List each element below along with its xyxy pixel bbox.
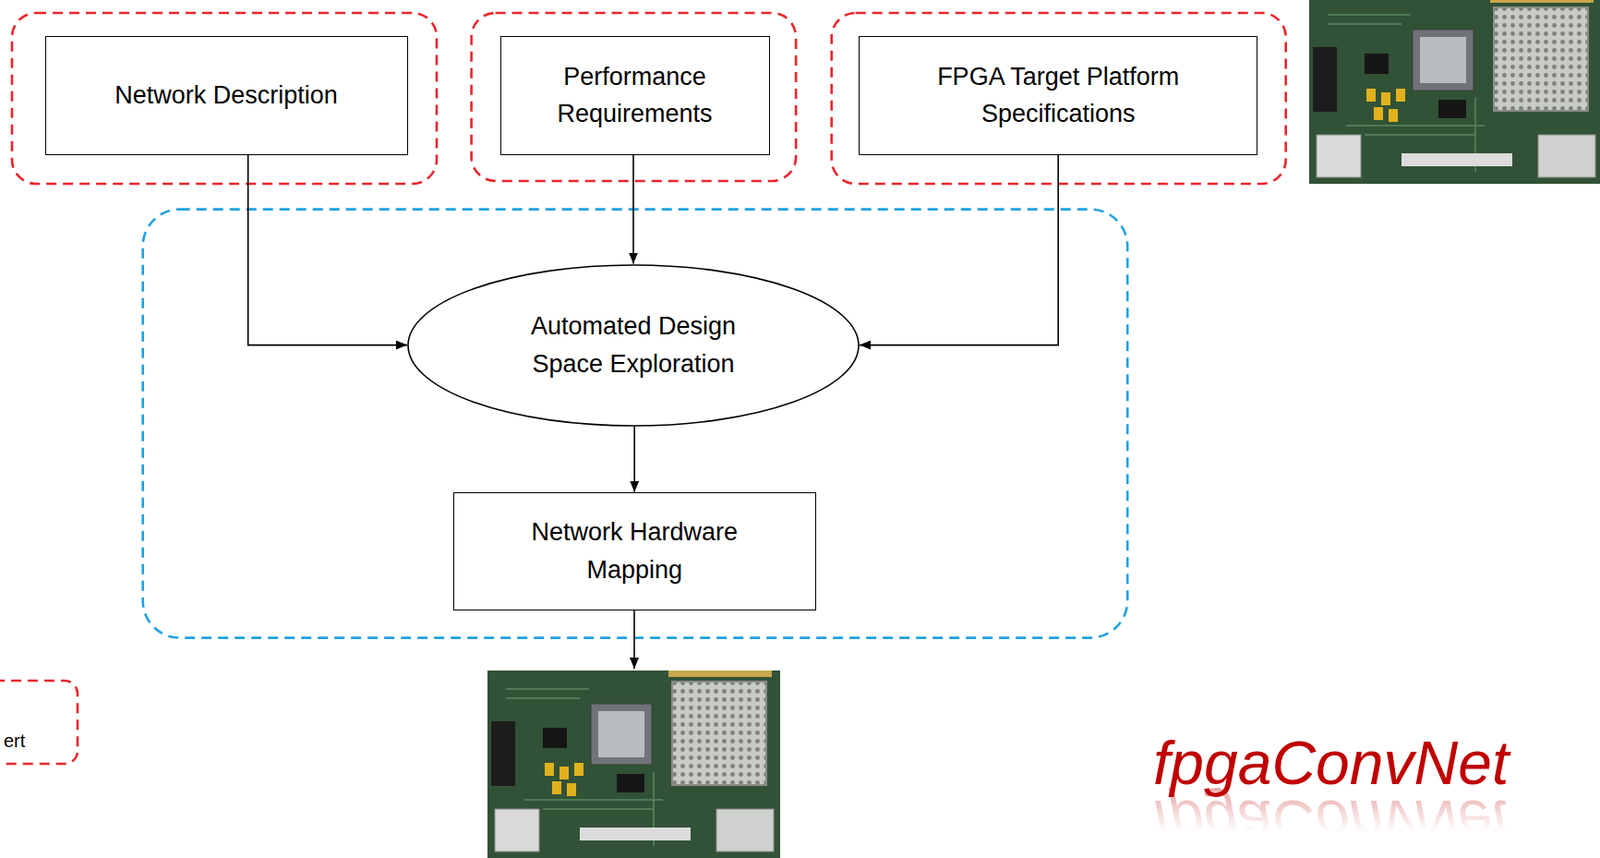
node-text: Network Description (114, 76, 338, 115)
process-ellipse: Automated Design Space Exploration (407, 264, 860, 427)
flow-arrow (248, 155, 408, 346)
flow-arrow (632, 155, 635, 265)
logo-text: fpgaConvNet (1153, 729, 1509, 797)
fpga-board-picture (487, 670, 781, 858)
legend-text: ert (3, 730, 25, 751)
fpga-board-picture (1309, 0, 1600, 184)
flow-arrow (859, 155, 1059, 346)
process-box: Performance Requirements (500, 36, 770, 156)
toolflow-outline (143, 209, 1129, 638)
ellipse-outline (407, 264, 860, 427)
legend-text: ert (3, 730, 25, 751)
legend-sample-outline (0, 680, 78, 764)
node-text: Performance Requirements (515, 58, 756, 133)
logo-text: fpgaConvNet (1153, 729, 1509, 797)
node-text: Automated Design Space Exploration (508, 307, 758, 383)
flow-arrow (633, 426, 636, 493)
process-box: Network Description (45, 36, 409, 156)
node-text: FPGA Target Platform Specifications (873, 58, 1243, 133)
process-box: FPGA Target Platform Specifications (858, 36, 1258, 156)
process-box: Network Hardware Mapping (453, 492, 817, 611)
ellipse-shape (408, 264, 859, 426)
input-group-outline (12, 12, 437, 184)
output-arrow (633, 610, 636, 669)
node-text: Network Hardware Mapping (495, 513, 773, 589)
